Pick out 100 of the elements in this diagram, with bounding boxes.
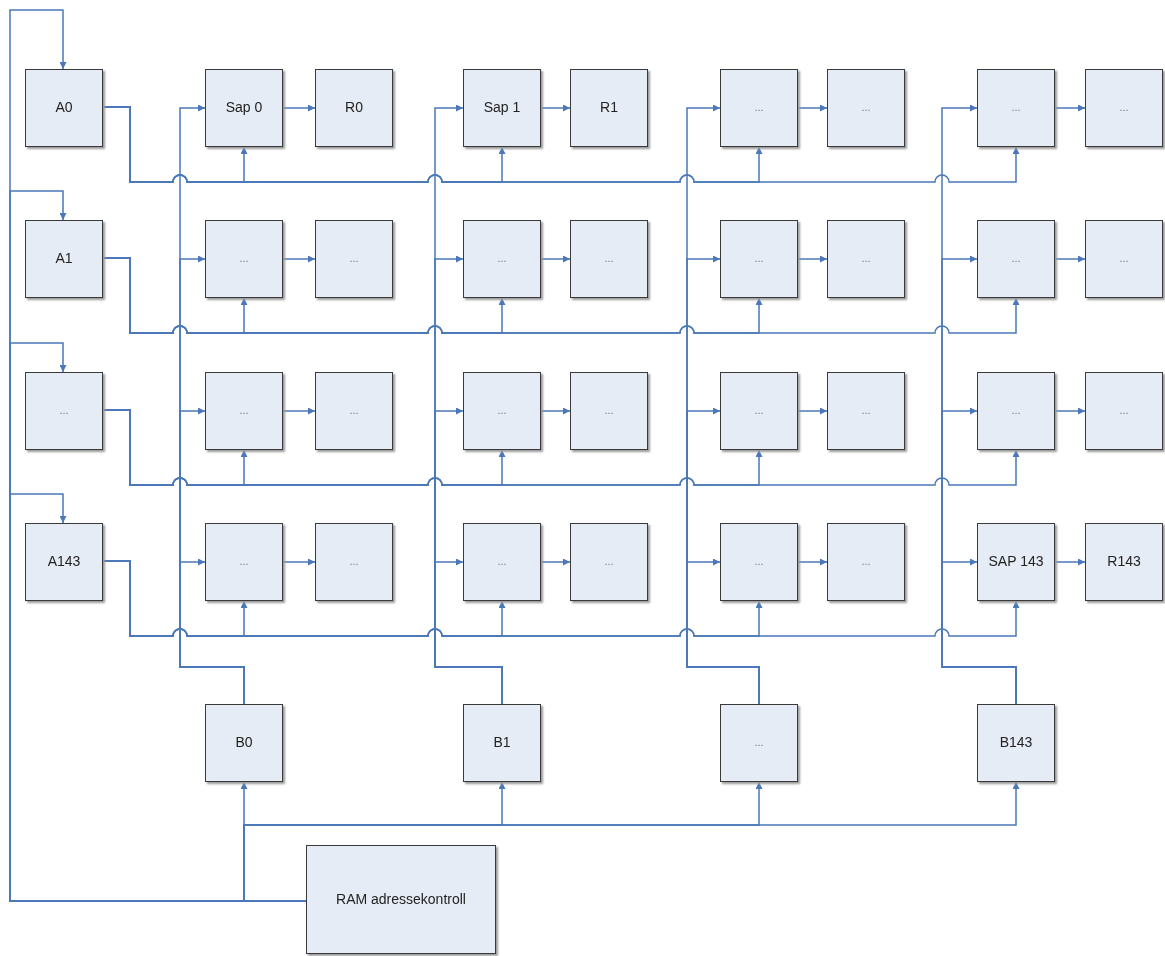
block-label: ... — [239, 252, 249, 266]
connector-arrow — [243, 781, 1020, 902]
block-box — [315, 523, 393, 601]
block-label: ... — [1119, 404, 1129, 418]
block-label: Sap 0 — [225, 99, 263, 117]
connector-arrow — [797, 558, 828, 566]
block-box — [570, 372, 648, 450]
block-box — [1085, 523, 1163, 601]
block-box — [977, 704, 1055, 782]
block-label: R1 — [600, 99, 618, 117]
connector-arrow — [434, 558, 503, 705]
block-box — [827, 69, 905, 147]
block-box — [463, 220, 541, 298]
connector-arrow — [797, 104, 828, 112]
block-box — [25, 220, 103, 298]
connector-arrow — [282, 558, 316, 566]
block-label: A1 — [55, 250, 73, 268]
block-label: ... — [239, 555, 249, 569]
block-box — [205, 372, 283, 450]
block-label: R143 — [1107, 553, 1141, 571]
connector-arrow — [540, 255, 571, 263]
block-box — [25, 372, 103, 450]
connector-arrow — [282, 104, 316, 112]
block-label: ... — [349, 252, 359, 266]
block-label: ... — [1119, 252, 1129, 266]
block-box — [205, 220, 283, 298]
block-box — [205, 523, 283, 601]
block-label: ... — [604, 252, 614, 266]
block-box — [570, 523, 648, 601]
block-label: ... — [497, 252, 507, 266]
block-box — [1085, 69, 1163, 147]
block-label: B0 — [235, 734, 253, 752]
block-box — [827, 523, 905, 601]
connector-arrow — [797, 407, 828, 415]
block-label: ... — [1011, 101, 1021, 115]
block-box — [1085, 372, 1163, 450]
block-label: A0 — [55, 99, 73, 117]
block-label: ... — [497, 404, 507, 418]
block-label: ... — [239, 404, 249, 418]
block-label: ... — [861, 404, 871, 418]
connector-arrow — [282, 407, 316, 415]
block-label: ... — [1011, 252, 1021, 266]
block-box — [25, 69, 103, 147]
block-box — [977, 372, 1055, 450]
connector-arrow — [1054, 255, 1086, 263]
block-box — [977, 220, 1055, 298]
block-box — [827, 372, 905, 450]
connector-arrow — [1054, 558, 1086, 566]
connector-arrow — [540, 558, 571, 566]
block-box — [720, 69, 798, 147]
block-box — [25, 523, 103, 601]
block-label: ... — [604, 404, 614, 418]
connector-arrow — [941, 558, 1017, 705]
block-label: ... — [349, 555, 359, 569]
block-box — [570, 69, 648, 147]
block-box — [977, 69, 1055, 147]
block-label: B143 — [999, 734, 1033, 752]
block-box — [720, 523, 798, 601]
block-label: A143 — [47, 553, 81, 571]
block-box — [463, 704, 541, 782]
controller-box — [306, 845, 496, 954]
block-box — [1085, 220, 1163, 298]
block-box — [463, 523, 541, 601]
block-label: R0 — [345, 99, 363, 117]
block-label: B1 — [493, 734, 511, 752]
block-box — [315, 220, 393, 298]
block-label: RAM adressekontroll — [336, 890, 466, 909]
block-box — [205, 704, 283, 782]
block-label: ... — [1011, 404, 1021, 418]
block-box — [315, 69, 393, 147]
block-box — [463, 372, 541, 450]
connector-arrow — [686, 558, 760, 705]
block-label: ... — [497, 555, 507, 569]
block-label: SAP 143 — [988, 553, 1044, 571]
block-box — [315, 372, 393, 450]
block-label: ... — [59, 404, 69, 418]
connector-arrow — [540, 104, 571, 112]
connector-arrow — [1054, 104, 1086, 112]
block-label: ... — [754, 736, 764, 750]
block-box — [570, 220, 648, 298]
connector-arrow — [179, 558, 245, 705]
block-label: ... — [349, 404, 359, 418]
block-box — [720, 372, 798, 450]
connector-arrow — [540, 407, 571, 415]
block-box — [720, 220, 798, 298]
block-label: ... — [754, 252, 764, 266]
block-label: ... — [604, 555, 614, 569]
block-box — [205, 69, 283, 147]
block-label: Sap 1 — [483, 99, 521, 117]
block-box — [463, 69, 541, 147]
block-label: ... — [754, 101, 764, 115]
connector-arrow — [797, 255, 828, 263]
block-box — [827, 220, 905, 298]
connector-arrow — [1054, 407, 1086, 415]
block-label: ... — [861, 555, 871, 569]
block-label: ... — [754, 404, 764, 418]
connector-arrow — [282, 255, 316, 263]
block-box — [977, 523, 1055, 601]
block-label: ... — [861, 101, 871, 115]
block-box — [720, 704, 798, 782]
